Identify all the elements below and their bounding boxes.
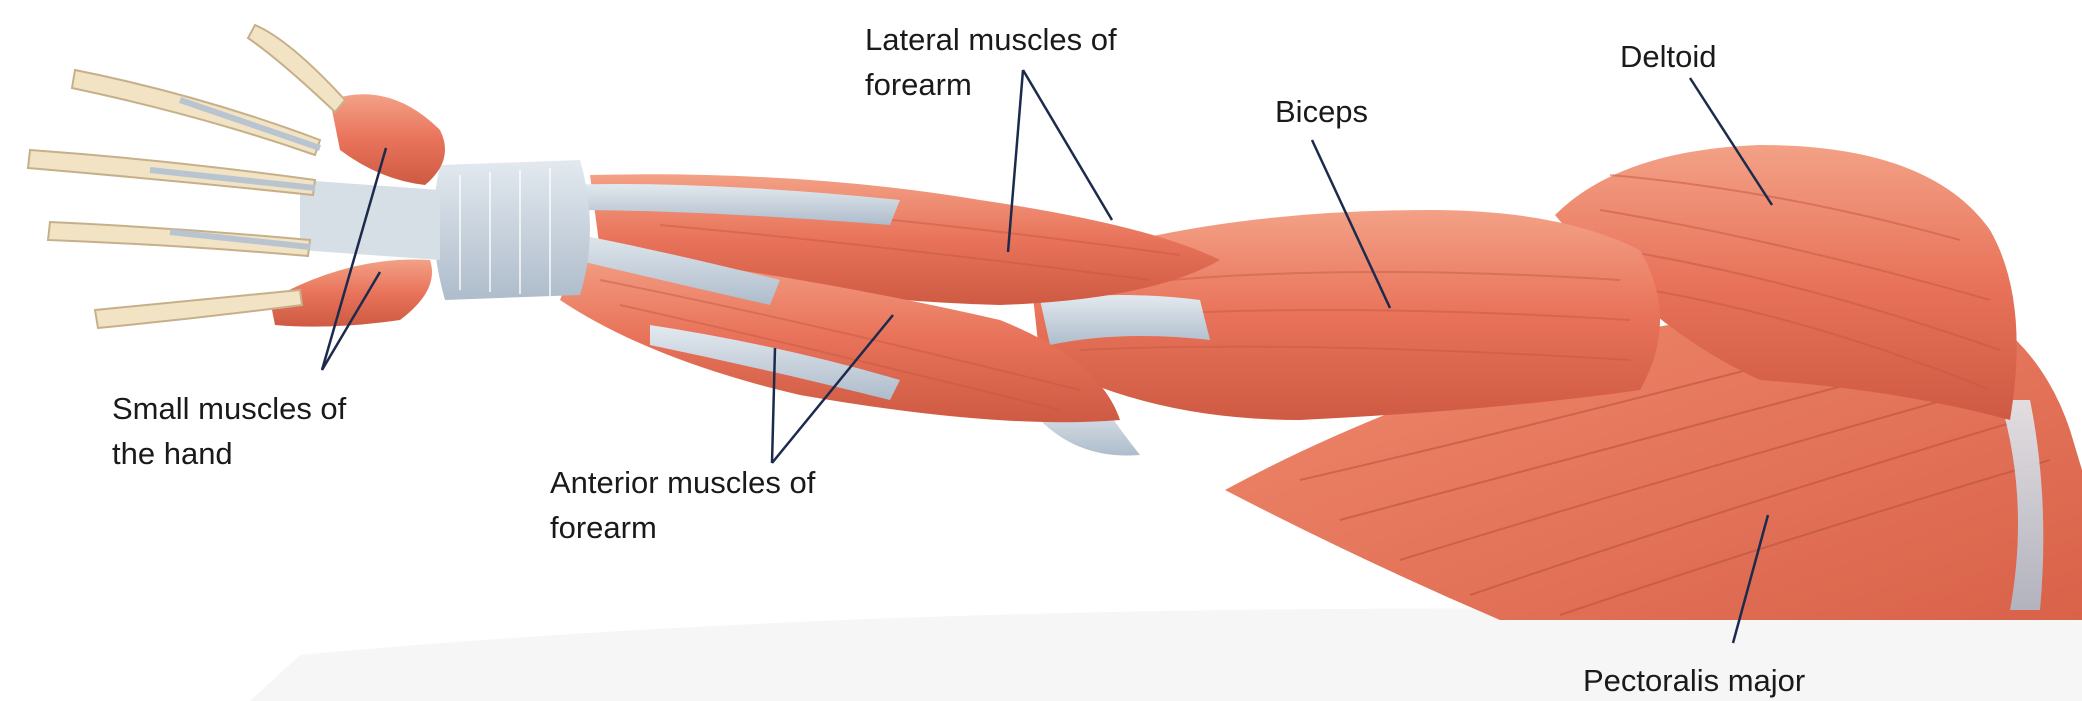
label-small-hand: Small muscles of the hand: [112, 386, 346, 476]
label-pectoralis: Pectoralis major: [1583, 658, 1805, 701]
label-lateral-forearm-line1: Lateral muscles of: [865, 17, 1117, 62]
thenar-muscle: [330, 94, 445, 185]
palm-tendons: [300, 180, 440, 260]
floor-shadow: [250, 608, 2082, 701]
leader-hand-1: [322, 148, 386, 370]
label-small-hand-line2: the hand: [112, 431, 346, 476]
wrist-band: [434, 160, 590, 300]
label-biceps: Biceps: [1275, 89, 1368, 134]
label-deltoid: Deltoid: [1620, 34, 1717, 79]
label-lateral-forearm: Lateral muscles of forearm: [865, 17, 1117, 107]
label-lateral-forearm-line2: forearm: [865, 62, 1117, 107]
label-anterior-forearm: Anterior muscles of forearm: [550, 460, 815, 550]
label-anterior-forearm-line1: Anterior muscles of: [550, 460, 815, 505]
label-small-hand-line1: Small muscles of: [112, 386, 346, 431]
label-anterior-forearm-line2: forearm: [550, 505, 815, 550]
